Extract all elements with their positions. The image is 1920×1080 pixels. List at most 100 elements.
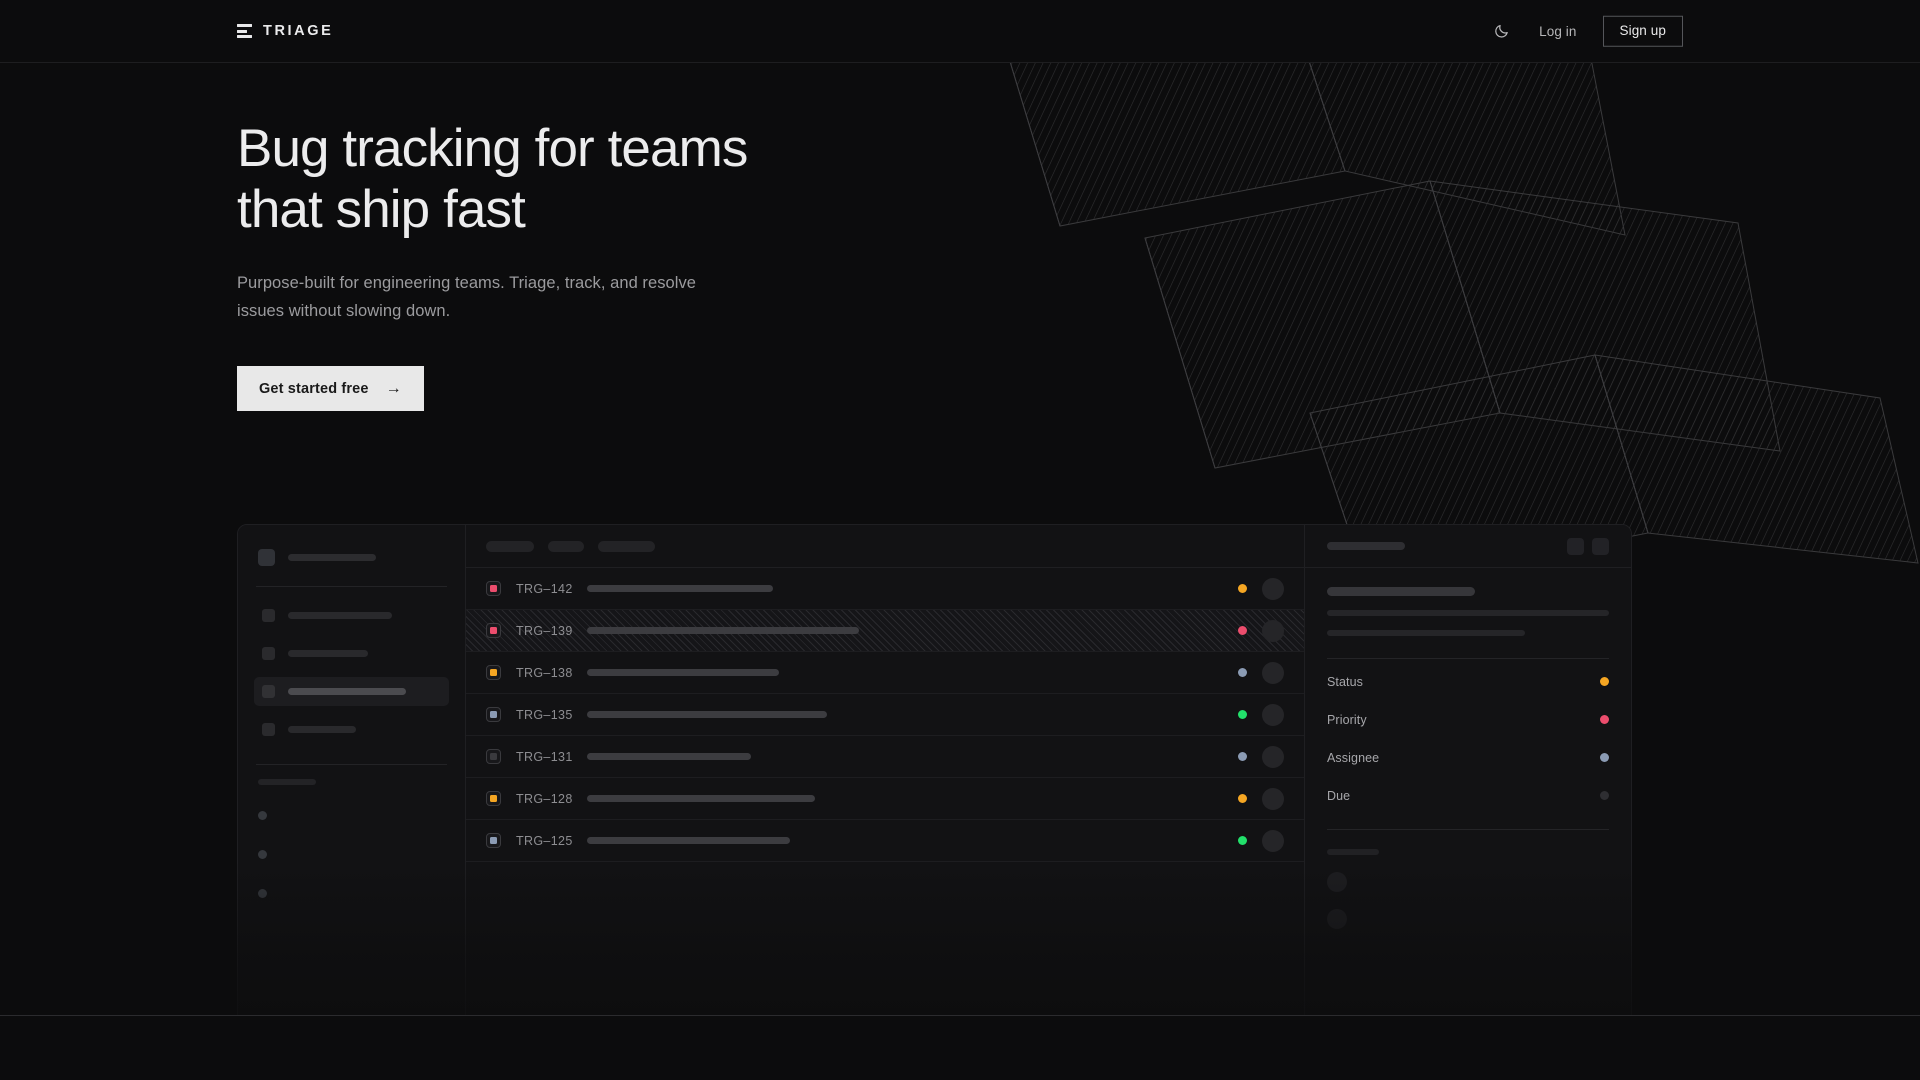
detail-header-button-0[interactable] (1567, 537, 1584, 555)
issue-row[interactable]: TRG–138 (466, 652, 1304, 694)
detail-field-priority[interactable]: Priority (1327, 704, 1609, 735)
detail-header (1305, 525, 1631, 568)
sidebar-sub-item-1[interactable] (254, 844, 449, 865)
issue-id: TRG–131 (516, 749, 573, 764)
detail-field-due[interactable]: Due (1327, 780, 1609, 811)
detail-header-button-1[interactable] (1592, 537, 1609, 555)
workspace-avatar (258, 549, 275, 566)
hero-heading-line-2: that ship fast (237, 180, 526, 240)
issue-id: TRG–139 (516, 623, 573, 638)
issue-assignee-avatar[interactable] (1262, 745, 1284, 768)
detail-field-status[interactable]: Status (1327, 666, 1609, 697)
brand-logo[interactable]: TRIAGE (237, 23, 333, 39)
sidebar-item-1[interactable] (254, 639, 449, 668)
detail-field-value-dot (1600, 677, 1609, 686)
triage-logo-icon (237, 24, 252, 38)
sidebar-item-icon (262, 685, 275, 698)
sidebar-item-icon (262, 723, 275, 736)
top-navbar: TRIAGE Log in Sign up (0, 0, 1920, 63)
sidebar-divider-top (256, 586, 447, 587)
hero-section: Bug tracking for teams that ship fast Pu… (237, 118, 748, 412)
issue-row[interactable]: TRG–125 (466, 820, 1304, 862)
issue-assignee-avatar[interactable] (1262, 577, 1284, 600)
issue-title-placeholder (587, 837, 790, 844)
issue-title-placeholder (587, 753, 751, 760)
issue-status-icon (486, 623, 501, 638)
issue-priority-dot (1238, 710, 1247, 719)
issue-priority-dot (1238, 626, 1247, 635)
issue-id: TRG–125 (516, 833, 573, 848)
detail-divider (1327, 658, 1609, 659)
detail-field-label: Due (1327, 788, 1351, 803)
issue-row[interactable]: TRG–135 (466, 694, 1304, 736)
issue-priority-dot (1238, 752, 1247, 761)
sidebar-item-label (288, 688, 406, 695)
detail-divider-2 (1327, 829, 1609, 830)
get-started-button[interactable]: Get started free → (237, 366, 424, 412)
issue-title-placeholder (587, 711, 827, 718)
issue-status-icon (486, 749, 501, 764)
toolbar-filter-1[interactable] (548, 540, 584, 552)
sidebar-item-3[interactable] (254, 715, 449, 744)
sidebar-item-2[interactable] (254, 677, 449, 706)
workspace-switcher[interactable] (254, 543, 449, 566)
issue-assignee-avatar[interactable] (1262, 661, 1284, 684)
sidebar-sub-list (254, 805, 449, 904)
toolbar-filter-2[interactable] (598, 540, 655, 552)
detail-field-assignee[interactable]: Assignee (1327, 742, 1609, 773)
issue-row[interactable]: TRG–139 (466, 610, 1304, 652)
issue-priority-dot (1238, 836, 1247, 845)
issue-row[interactable]: TRG–142 (466, 568, 1304, 610)
sidebar-nav-list (254, 601, 449, 744)
login-link[interactable]: Log in (1539, 23, 1577, 39)
detail-field-label: Assignee (1327, 750, 1380, 765)
brand-name: TRIAGE (263, 23, 334, 39)
issue-id: TRG–142 (516, 581, 573, 596)
issue-status-icon (486, 791, 501, 806)
issue-id: TRG–138 (516, 665, 573, 680)
sidebar-sub-icon (258, 889, 267, 898)
sidebar-sub-icon (258, 850, 267, 859)
hero-heading: Bug tracking for teams that ship fast (237, 118, 748, 241)
issue-assignee-avatar[interactable] (1262, 703, 1284, 726)
issue-title-placeholder (587, 669, 779, 676)
moon-icon[interactable] (1491, 20, 1513, 42)
sidebar-divider-bottom (256, 764, 447, 765)
sidebar-item-icon (262, 609, 275, 622)
issue-status-icon (486, 707, 501, 722)
issue-priority-dot (1238, 584, 1247, 593)
issue-title-placeholder (587, 585, 773, 592)
toolbar-filter-0[interactable] (486, 540, 534, 552)
detail-field-label: Status (1327, 674, 1364, 689)
detail-comment-avatar-1 (1327, 909, 1347, 929)
arrow-right-icon: → (385, 379, 402, 397)
issue-list-toolbar (466, 525, 1304, 568)
sidebar-sub-item-2[interactable] (254, 883, 449, 904)
sidebar-item-label (288, 650, 368, 657)
issue-row[interactable]: TRG–128 (466, 778, 1304, 820)
issue-row[interactable]: TRG–131 (466, 736, 1304, 778)
navbar-actions: Log in Sign up (1491, 15, 1683, 47)
detail-text-line-1 (1327, 630, 1525, 636)
issue-assignee-avatar[interactable] (1262, 829, 1284, 852)
issue-status-icon (486, 833, 501, 848)
issue-assignee-avatar[interactable] (1262, 787, 1284, 810)
sidebar-sub-item-0[interactable] (254, 805, 449, 826)
detail-title-placeholder (1327, 587, 1475, 596)
issue-id: TRG–128 (516, 791, 573, 806)
detail-comment-avatar-0 (1327, 872, 1347, 892)
issue-assignee-avatar[interactable] (1262, 619, 1284, 642)
sidebar-section-label (258, 779, 316, 785)
detail-field-value-dot (1600, 791, 1609, 800)
signup-button[interactable]: Sign up (1602, 15, 1683, 47)
mock-sidebar (238, 525, 466, 1015)
detail-comments (1327, 872, 1609, 929)
issue-title-placeholder (587, 627, 859, 634)
sidebar-item-0[interactable] (254, 601, 449, 630)
